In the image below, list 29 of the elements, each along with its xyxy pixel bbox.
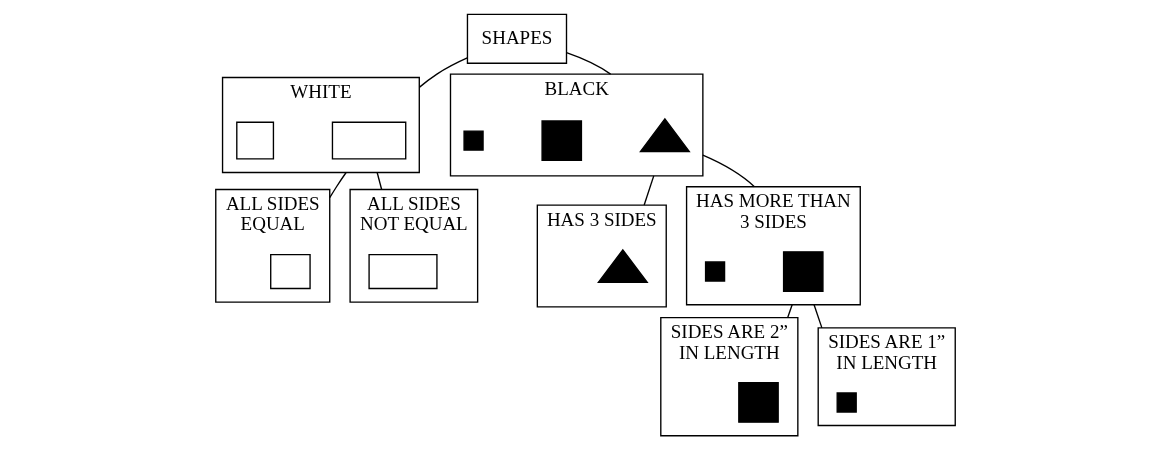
cluster: ALL SIDES EQUAL (214, 188, 330, 303)
connector (812, 303, 823, 329)
node-box (462, 129, 484, 151)
cluster: ALL SIDES NOT EQUAL (348, 188, 478, 303)
node-box: SHAPES (466, 13, 567, 64)
node-box (331, 121, 406, 160)
connector (643, 174, 654, 206)
node-box (540, 119, 582, 161)
cluster: WHITE (221, 76, 420, 173)
node-box (836, 391, 857, 413)
connector (565, 51, 611, 75)
node-box (782, 250, 824, 292)
node-box (704, 260, 725, 282)
cluster: HAS 3 SIDES (536, 203, 667, 307)
node-triangle (638, 117, 691, 152)
connector (418, 56, 468, 88)
cluster: HAS MORE THAN 3 SIDES (685, 185, 861, 305)
connector (376, 171, 382, 190)
node-box (235, 121, 274, 160)
cluster: SIDES ARE 1” IN LENGTH (817, 326, 956, 426)
connector (701, 154, 755, 187)
node-box (269, 253, 311, 289)
node-box (737, 381, 779, 423)
connector (328, 171, 347, 198)
cluster: BLACK (449, 72, 704, 177)
cluster: SIDES ARE 2” IN LENGTH (659, 316, 798, 436)
node-box (367, 253, 438, 289)
node-triangle (596, 248, 649, 283)
connector (786, 303, 793, 318)
